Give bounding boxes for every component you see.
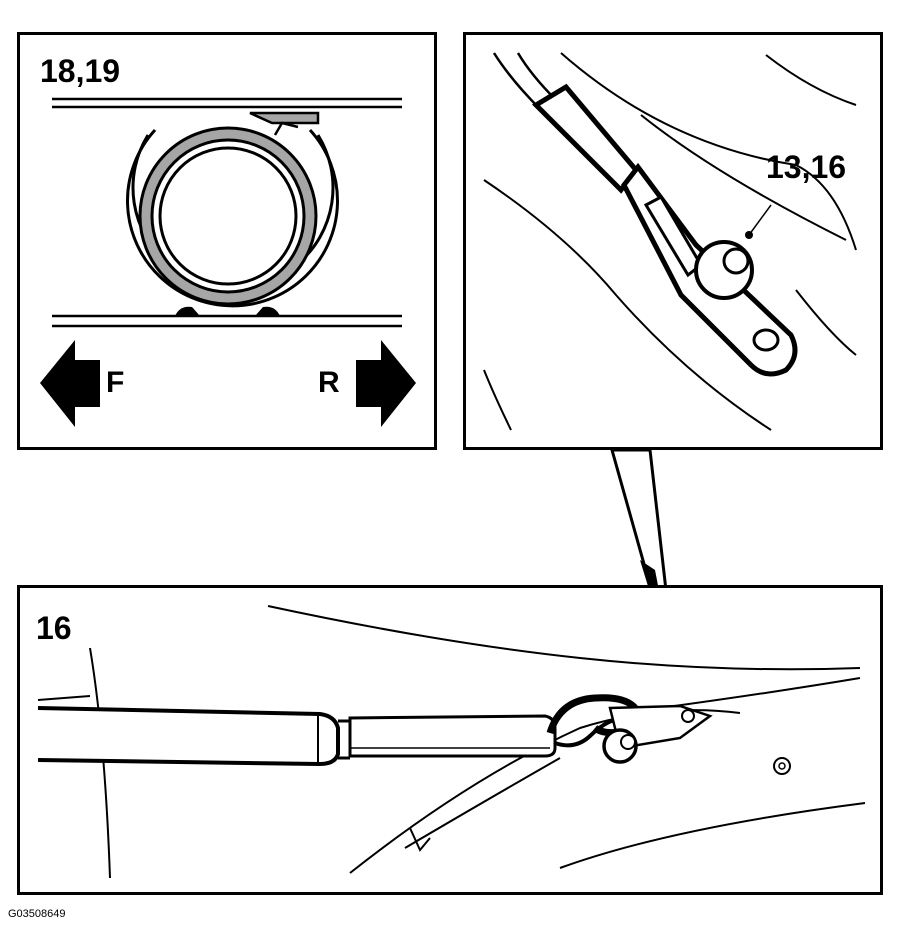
roller-detail-panel: 18,19 F R bbox=[17, 32, 437, 450]
rear-label: R bbox=[318, 366, 340, 399]
overview-panel: 16 bbox=[17, 585, 883, 895]
bracket-illustration bbox=[483, 52, 857, 431]
front-label: F bbox=[106, 366, 125, 399]
bracket-detail-panel: 13,16 bbox=[463, 32, 883, 450]
figure-code: G03508649 bbox=[8, 908, 66, 920]
roller-illustration bbox=[40, 97, 416, 427]
overview-illustration bbox=[37, 605, 866, 879]
panel-label-bracket: 13,16 bbox=[766, 149, 847, 185]
panel-label-overview: 16 bbox=[36, 610, 72, 646]
panel-label-roller: 18,19 bbox=[40, 53, 121, 89]
arrow-right-icon bbox=[356, 340, 416, 427]
arrow-left-icon bbox=[40, 340, 100, 427]
